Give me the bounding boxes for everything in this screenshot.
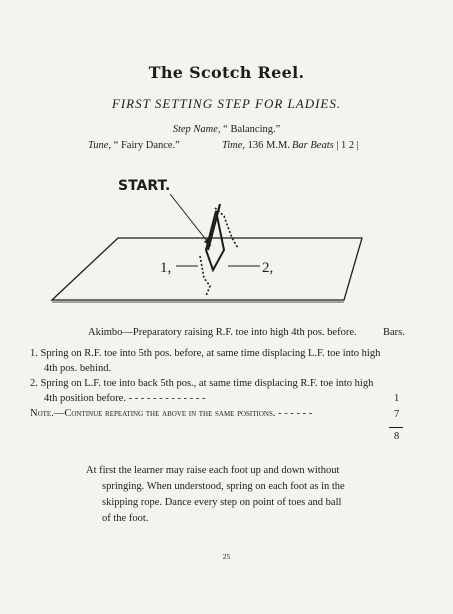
- bar-beats-info: Bar Beats | 1 2 |: [292, 140, 359, 151]
- step-1-line-2: 4th pos. behind.: [44, 363, 112, 374]
- time-info: Time, 136 M.M.: [222, 140, 290, 151]
- step-2-line-1: 2. Spring on L.F. toe into back 5th pos.…: [30, 378, 374, 389]
- time-value: 136 M.M.: [247, 140, 290, 151]
- paragraph-line-1: At first the learner may raise each foot…: [86, 465, 340, 476]
- foot-stroke: [206, 203, 222, 251]
- position-2-label: 2,: [262, 260, 273, 276]
- foot-diamond: [204, 210, 226, 273]
- paragraph-line-4: of the foot.: [102, 513, 149, 524]
- foot-position-diagram: START. 1, 2,: [50, 178, 363, 303]
- position-1-label: 1,: [160, 260, 171, 276]
- paragraph-line-2: springing. When understood, spring on ea…: [102, 481, 345, 492]
- start-label: START.: [118, 178, 170, 194]
- time-label: Time,: [222, 140, 246, 151]
- dotted-track-upper: [214, 207, 239, 249]
- tune-label: Tune,: [88, 140, 112, 151]
- page-subtitle: FIRST SETTING STEP FOR LADIES.: [111, 96, 342, 111]
- intro-line: Akimbo—Preparatory raising R.F. toe into…: [88, 327, 357, 338]
- floor-outline: [50, 237, 363, 301]
- step-name-label: Step Name,: [172, 124, 221, 135]
- note-line: Note.—Continue repeating the above in th…: [30, 408, 313, 419]
- bars-header: Bars.: [383, 327, 405, 338]
- bar-beats-value: | 1 2 |: [336, 140, 359, 151]
- page-title: The Scotch Reel.: [148, 63, 305, 82]
- step-2-line-2: 4th position before. - - - - - - - - - -…: [44, 393, 206, 404]
- tune-info: Tune, “ Fairy Dance.”: [88, 140, 180, 151]
- bar-count-total: 8: [394, 431, 400, 442]
- step-name-line: Step Name, “ Balancing.”: [0, 124, 453, 135]
- step-name-value: “ Balancing.”: [223, 124, 281, 135]
- bar-count-1: 1: [394, 393, 400, 404]
- bar-count-7: 7: [394, 409, 400, 420]
- step-1-line-1: 1. Spring on R.F. toe into 5th pos. befo…: [30, 348, 381, 359]
- start-arrow: [169, 193, 212, 247]
- page-number: 25: [222, 552, 231, 561]
- bar-beats-label: Bar Beats: [292, 140, 334, 151]
- paragraph-line-3: skipping rope. Dance every step on point…: [102, 497, 342, 508]
- tune-value: “ Fairy Dance.”: [113, 140, 180, 151]
- dotted-track-lower: [199, 255, 211, 297]
- closing-paragraph: At first the learner may raise each foot…: [86, 463, 345, 527]
- total-rule: [389, 427, 403, 428]
